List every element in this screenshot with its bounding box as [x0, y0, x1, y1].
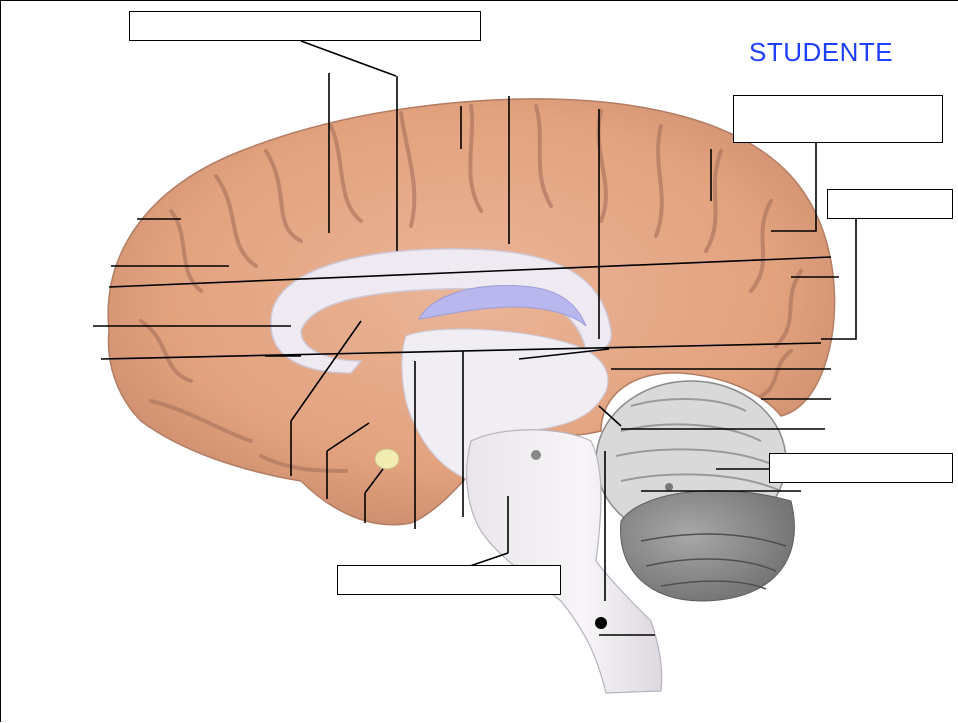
answer-box-brainstem[interactable] [337, 565, 561, 595]
student-label: STUDENTE [749, 37, 893, 68]
mammillary-body [375, 449, 399, 469]
answer-box-right-middle[interactable] [827, 189, 953, 219]
answer-box-top[interactable] [129, 11, 481, 41]
answer-box-cerebellum[interactable] [769, 453, 953, 483]
answer-box-right-upper[interactable] [733, 95, 943, 143]
